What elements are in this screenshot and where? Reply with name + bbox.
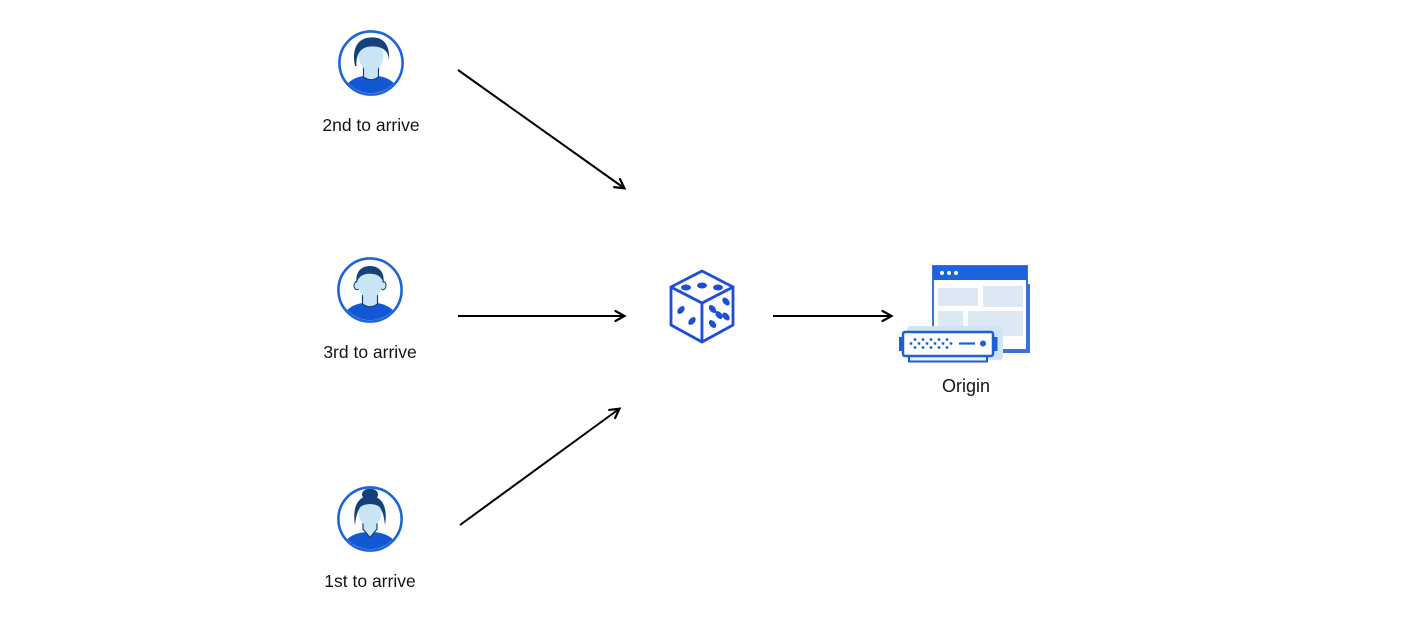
dice-node — [667, 268, 737, 346]
user-node-3rd: 3rd to arrive — [300, 256, 440, 363]
person-avatar-icon — [337, 257, 403, 323]
user-node-2nd: 2nd to arrive — [301, 29, 441, 136]
browser-window-dots — [940, 271, 958, 275]
origin-node: Origin — [898, 262, 1034, 398]
dice-icon — [669, 269, 735, 344]
server-vent-dots — [909, 338, 953, 349]
user-label: 3rd to arrive — [323, 342, 417, 362]
user-node-1st: 1st to arrive — [300, 485, 440, 592]
arrow-user1st-to-dice — [459, 407, 622, 526]
origin-server-browser-icon — [899, 265, 1030, 363]
person-avatar-icon — [338, 30, 404, 96]
origin-label: Origin — [941, 376, 990, 396]
user-label: 1st to arrive — [324, 571, 416, 591]
person-avatar-icon — [337, 486, 403, 552]
user-label: 2nd to arrive — [322, 115, 420, 135]
arrow-user2nd-to-dice — [457, 69, 627, 190]
